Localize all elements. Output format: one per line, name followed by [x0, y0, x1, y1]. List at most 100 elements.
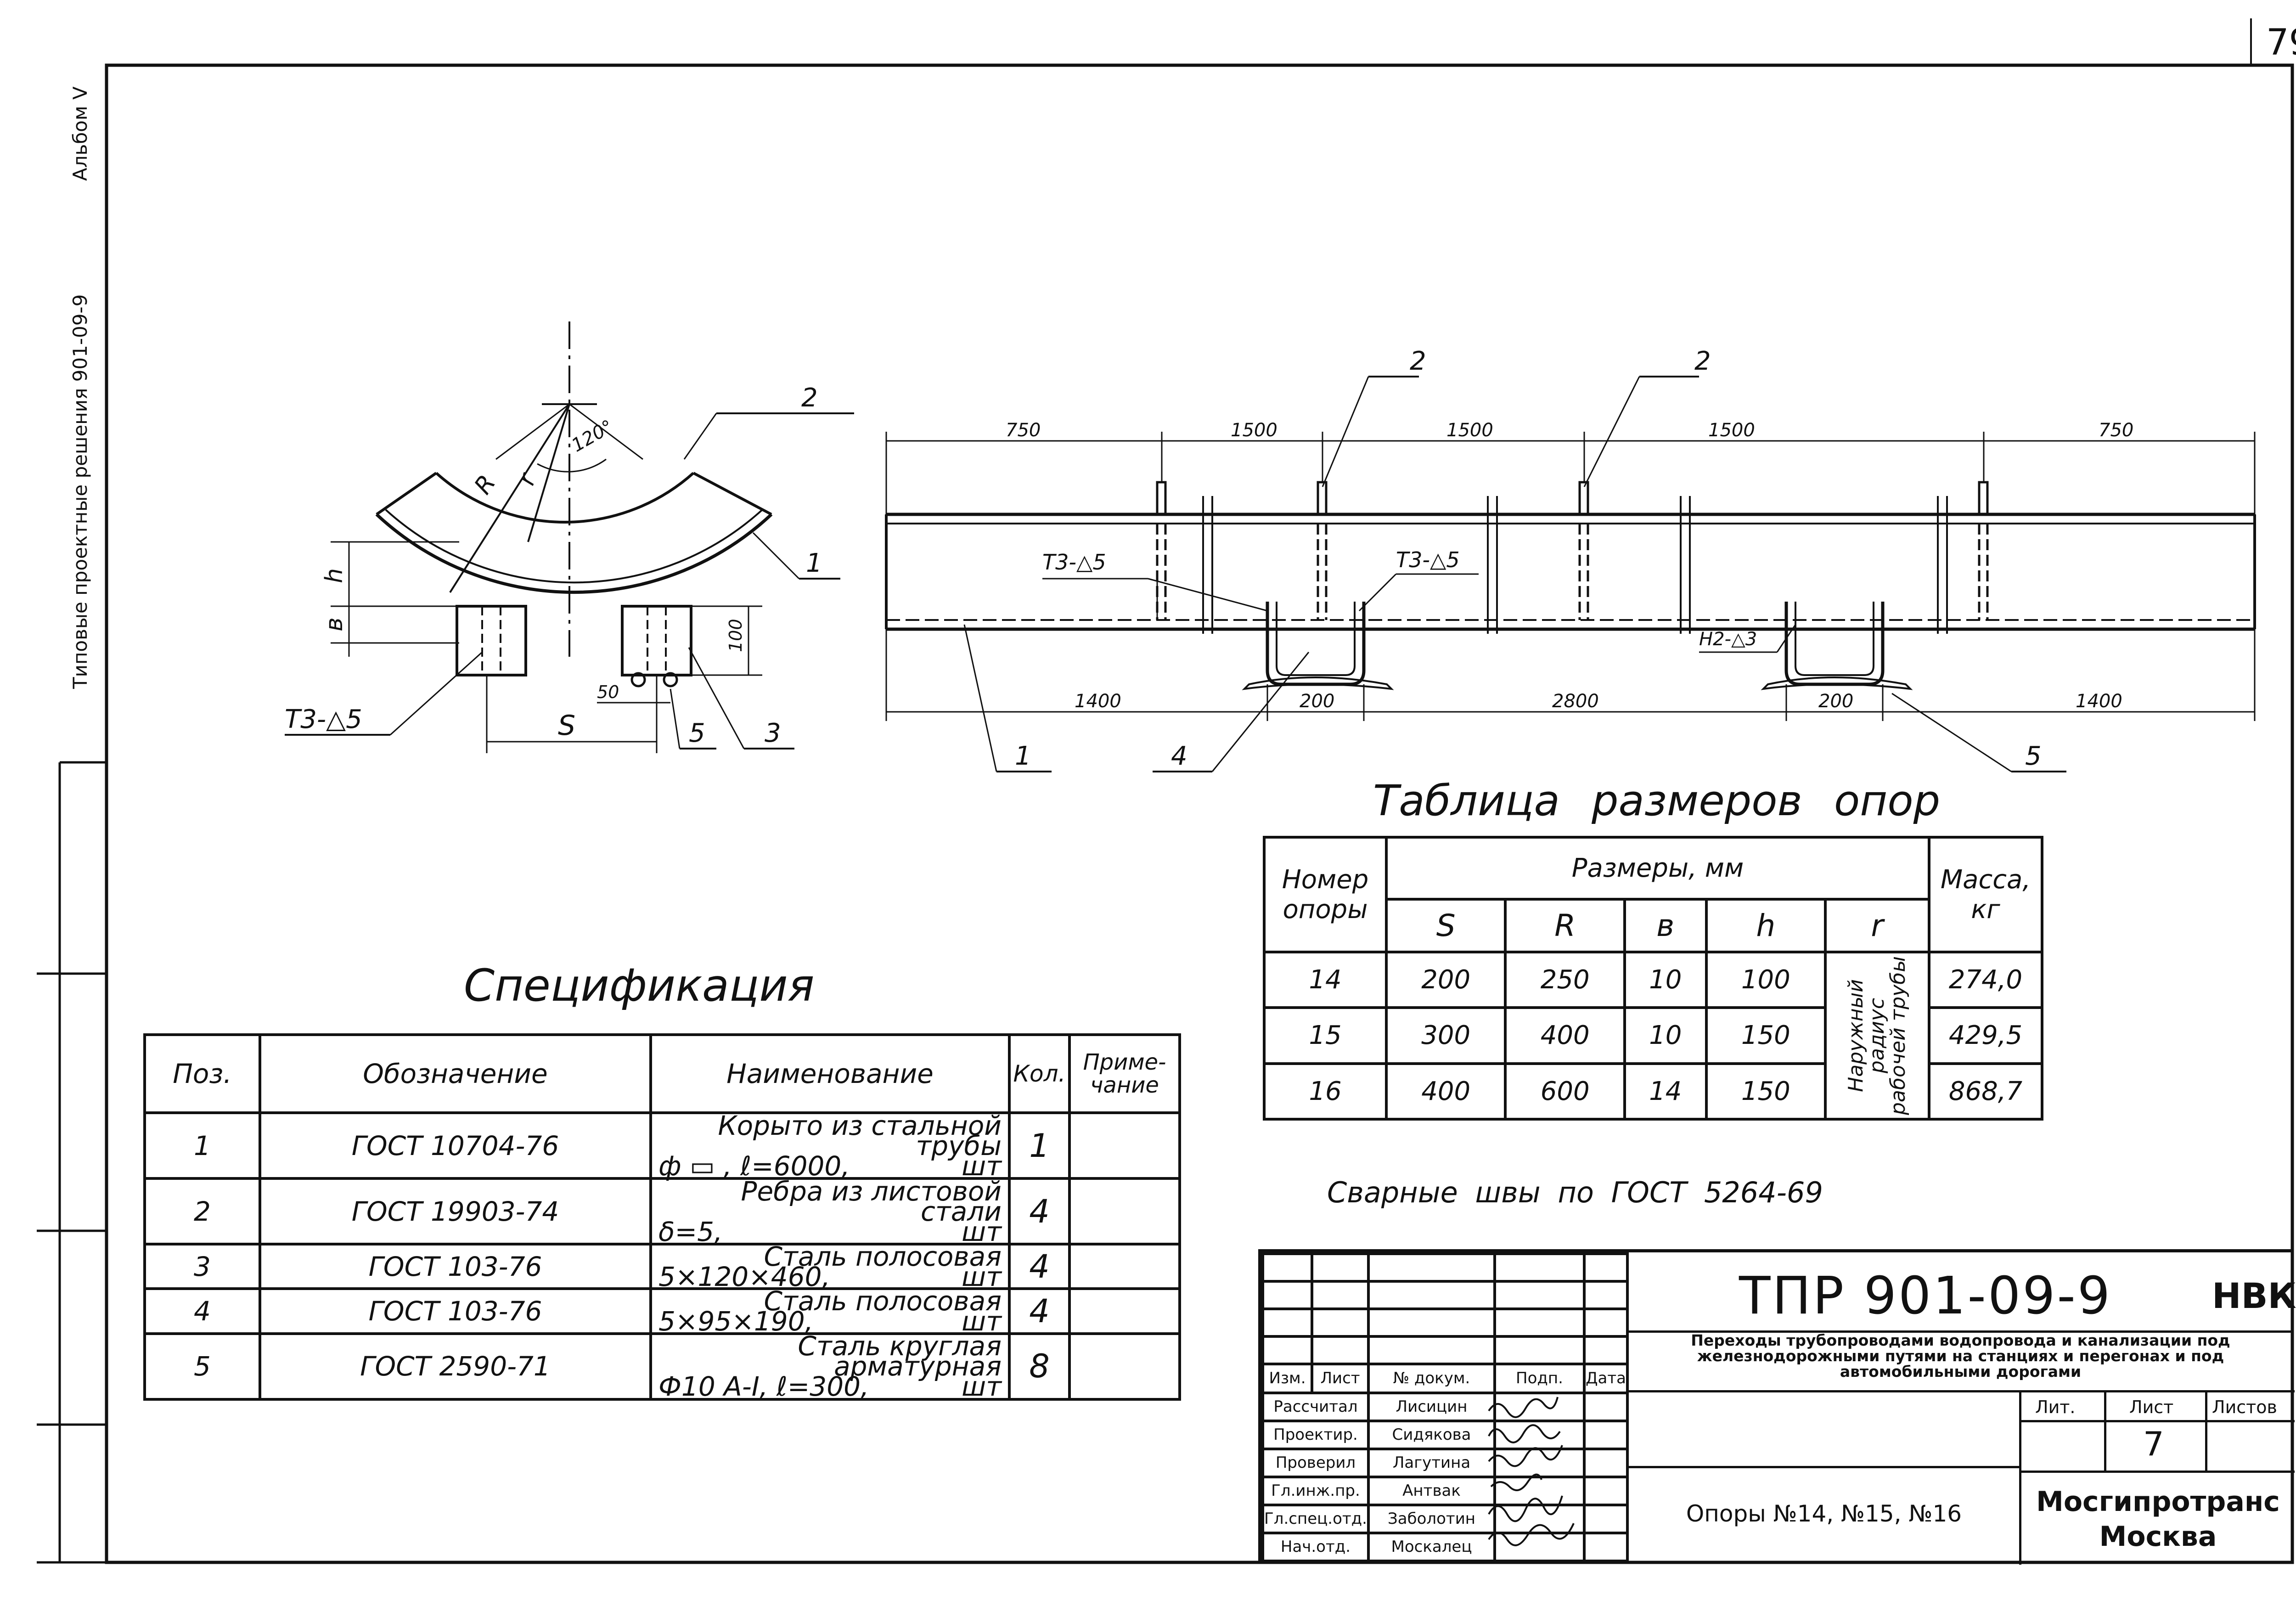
tb-sheet-box: Лит. Лист Листов 7 Мосгипротранс Москва	[2019, 1390, 2295, 1565]
label-s: S	[558, 710, 575, 742]
signature	[1493, 1531, 1586, 1563]
tb-role: Проектир.	[1261, 1419, 1370, 1450]
tb-role: Гл.инж.пр.	[1261, 1475, 1370, 1506]
sizes-h-number: Номер опоры	[1282, 865, 1369, 924]
dim-top-4: 1500	[1708, 420, 1755, 441]
base-right	[1761, 676, 1913, 690]
signature	[1493, 1391, 1586, 1422]
tb-role: Нач.отд.	[1261, 1531, 1370, 1563]
tb-person: Сидякова	[1367, 1419, 1497, 1450]
tb-lit-label: Лит.	[2035, 1397, 2076, 1417]
label-pos-5: 5	[689, 718, 705, 748]
spec-h-name: Наименование	[726, 1058, 934, 1089]
tb-code: ТПР 901-09-9	[1739, 1266, 2112, 1326]
rod-1	[630, 672, 646, 687]
angle-ray-l	[495, 403, 570, 460]
sizes-col-R: R	[1554, 908, 1576, 943]
leader-1-side	[963, 624, 997, 772]
sizes-row: 16 400 600 14 150 868,7	[1263, 1062, 2043, 1121]
pos-2b: 2	[1694, 346, 1711, 376]
tb-sheets-label: Листов	[2212, 1397, 2277, 1417]
dim-top-3: 1500	[1446, 420, 1493, 441]
dim-bot-4: 200	[1818, 691, 1853, 712]
spec-h-doc: Обозначение	[363, 1058, 548, 1089]
angle-ray-r	[569, 403, 643, 460]
left-end	[376, 472, 437, 516]
spec-row: 1 ГОСТ 10704-76 Корыто из стальной трубы…	[143, 1111, 1181, 1180]
pos-2a: 2	[1410, 346, 1426, 376]
saddle-left	[1266, 602, 1366, 686]
title-block-right: ТПР 901-09-9 НВК Переходы трубопроводами…	[1629, 1252, 2296, 1565]
weld-right: Н2-△3	[1699, 629, 1757, 650]
saddle-right	[1784, 602, 1885, 686]
label-pos-1: 1	[806, 548, 822, 578]
tb-person: Заболотин	[1367, 1503, 1497, 1534]
tb-org-name: Мосгипротранс	[2036, 1486, 2280, 1518]
leader-2b	[1583, 376, 1640, 487]
tb-org-code: НВК	[2212, 1275, 2296, 1316]
outer-arc	[375, 513, 773, 594]
side-view	[885, 376, 2256, 772]
signatures-svg	[1488, 1397, 1575, 1546]
radius-r	[527, 404, 570, 542]
tb-org-block: Мосгипротранс Москва	[2021, 1484, 2295, 1554]
leader-2	[683, 413, 717, 460]
dim-bot-5: 1400	[2076, 691, 2122, 712]
dim-top-5: 750	[2099, 420, 2133, 441]
tb-description: Переходы трубопроводами водопровода и ка…	[1691, 1331, 2230, 1381]
tb-person: Лагутина	[1367, 1447, 1497, 1478]
sizes-r-note: Наружный радиус рабочей трубы	[1844, 956, 1910, 1116]
tb-sheet-header	[2021, 1392, 2295, 1422]
label-weld: Т3-△5	[285, 704, 362, 734]
spec-h-note: Приме-чание	[1083, 1049, 1166, 1098]
sizes-col-s: S	[1436, 908, 1456, 943]
tb-person: Антвак	[1367, 1475, 1497, 1506]
dim-bot-1: 1400	[1075, 691, 1121, 712]
pos-5-side: 5	[2025, 741, 2042, 771]
cross-section-labels: 120° R r h в S 50 100 2 1 3 5 Т3-△5	[285, 383, 822, 748]
label-pos-2: 2	[801, 383, 818, 413]
outer-arc-inner	[385, 509, 763, 584]
weld-left: Т3-△5	[1042, 550, 1106, 575]
tb-role: Проверил	[1261, 1447, 1370, 1478]
tb-sheet-label: Лист	[2129, 1397, 2174, 1417]
tb-h-date: Дата	[1582, 1362, 1629, 1394]
label-R: R	[469, 470, 501, 499]
tb-person: Лисицин	[1367, 1391, 1497, 1422]
page-number-mark	[2250, 18, 2252, 64]
plate-left	[456, 605, 527, 676]
sizes-h-sizes: Размеры, мм	[1571, 853, 1744, 883]
label-100: 100	[726, 619, 746, 652]
radius-R	[449, 403, 570, 593]
label-b: в	[321, 617, 348, 631]
rod-2	[663, 672, 678, 687]
spec-title: Спецификация	[464, 960, 815, 1011]
tb-h-sign: Подп.	[1493, 1362, 1586, 1394]
sizes-h-mass: Масса, кг	[1940, 865, 2031, 924]
sizes-col-b: в	[1656, 908, 1675, 943]
sizes-table: Номер опоры Размеры, мм Масса, кг S R в …	[1263, 836, 2043, 1121]
side-view-labels: 750 1500 1500 1500 750 1400 200 2800 200…	[1006, 346, 2133, 771]
sizes-col-r: r	[1871, 908, 1884, 943]
tb-h-list: Лист	[1311, 1362, 1370, 1394]
plate-right	[621, 605, 692, 676]
sheet-frame	[105, 63, 2294, 1564]
inner-arc	[435, 472, 694, 524]
dim-top-2: 1500	[1231, 420, 1277, 441]
leader-weld	[389, 651, 483, 736]
tb-city: Москва	[2099, 1521, 2217, 1553]
pos-1-side: 1	[1015, 741, 1031, 771]
tb-role: Рассчитал	[1261, 1391, 1370, 1422]
signature	[1493, 1419, 1586, 1450]
weld-mid: Т3-△5	[1396, 547, 1460, 572]
spec-h-qty: Кол.	[1013, 1060, 1066, 1087]
label-h: h	[321, 568, 348, 583]
dim-top-1: 750	[1006, 420, 1041, 441]
sizes-col-h: h	[1756, 908, 1776, 943]
